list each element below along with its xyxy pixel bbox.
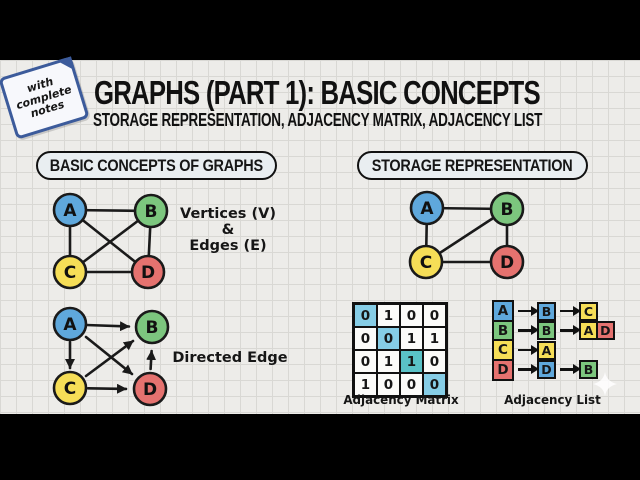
storage-example-graph: A B C D: [408, 190, 525, 280]
arrow-icon: [518, 364, 539, 374]
edge-A-to-B: [84, 321, 131, 332]
adjacency-list-head-column: A B C D: [492, 300, 514, 381]
arrow-icon: [518, 325, 539, 335]
list-row-A: B C: [514, 300, 598, 322]
matrix-cell: 1: [423, 327, 446, 350]
matrix-cell: 0: [423, 350, 446, 373]
matrix-cell: 0: [423, 304, 446, 327]
sparkle-icon: [593, 372, 617, 396]
slide-background: with complete notes GRAPHS (PART 1): BAS…: [0, 56, 640, 414]
matrix-cell: 1: [377, 304, 400, 327]
arrow-icon: [518, 345, 539, 355]
matrix-cell: 1: [354, 373, 377, 396]
directed-graph: A B C D: [52, 306, 170, 407]
edge-A-to-D: [84, 335, 134, 376]
list-item: D: [537, 360, 556, 379]
svg-text:C: C: [420, 253, 432, 273]
node-D: D: [132, 371, 168, 407]
node-B: B: [134, 309, 170, 345]
list-item: B: [537, 301, 556, 321]
vertices-edges-caption: Vertices (V) & Edges (E): [168, 206, 288, 254]
node-D: D: [489, 244, 525, 280]
section-heading-storage: STORAGE REPRESENTATION: [357, 151, 588, 180]
adjacency-matrix: 0 1 0 0 0 0 1 1 0 1 1 0 1 0 0 0: [352, 302, 448, 398]
node-C: C: [52, 254, 88, 290]
node-B: B: [133, 193, 169, 229]
list-row-B: B A D: [514, 320, 615, 342]
arrow-icon: [560, 325, 581, 335]
list-row-C: A: [514, 339, 556, 361]
svg-text:D: D: [143, 380, 157, 400]
node-D: D: [130, 254, 166, 290]
matrix-cell: 0: [354, 304, 377, 327]
adjacency-list-label: Adjacency List: [504, 392, 601, 407]
list-item-pair: A D: [579, 321, 615, 340]
list-item: D: [595, 321, 615, 340]
caption-line: Directed Edge: [172, 350, 288, 366]
section-heading-label: BASIC CONCEPTS OF GRAPHS: [49, 155, 264, 175]
section-heading-label: STORAGE REPRESENTATION: [372, 155, 573, 175]
svg-text:B: B: [501, 200, 514, 220]
arrow-icon: [518, 306, 539, 316]
edge-C-to-B: [84, 339, 135, 378]
matrix-cell: 1: [400, 350, 423, 373]
adjacency-matrix-label: Adjacency Matrix: [343, 392, 459, 407]
undirected-graph: A B C D: [52, 192, 169, 290]
matrix-cell: 1: [400, 327, 423, 350]
node-B: B: [489, 191, 525, 227]
edge-D-to-B: [146, 349, 157, 371]
list-item: C: [579, 301, 598, 321]
edge-C-to-D: [86, 383, 128, 394]
arrow-icon: [560, 306, 581, 316]
matrix-cell: 0: [354, 350, 377, 373]
page-title: GRAPHS (PART 1): BASIC CONCEPTS: [94, 74, 541, 111]
page-subtitle: STORAGE REPRESENTATION, ADJACENCY MATRIX…: [93, 110, 543, 130]
matrix-cell: 0: [377, 327, 400, 350]
svg-text:D: D: [500, 253, 514, 273]
node-A: A: [409, 190, 445, 226]
complete-notes-badge: with complete notes: [0, 56, 90, 140]
svg-text:A: A: [420, 199, 434, 219]
list-head-D: D: [492, 358, 514, 381]
matrix-cell: 0: [354, 327, 377, 350]
svg-text:B: B: [146, 318, 159, 338]
section-heading-basic-concepts: BASIC CONCEPTS OF GRAPHS: [36, 151, 277, 180]
svg-text:C: C: [64, 263, 76, 283]
list-item: B: [537, 321, 556, 340]
matrix-cell: 0: [377, 373, 400, 396]
node-A: A: [52, 306, 88, 342]
directed-edge-caption: Directed Edge: [168, 350, 292, 366]
svg-text:B: B: [145, 202, 158, 222]
svg-text:C: C: [64, 379, 76, 399]
node-C: C: [408, 244, 444, 280]
matrix-cell: 1: [377, 350, 400, 373]
svg-text:A: A: [63, 315, 77, 335]
caption-line: &: [221, 222, 235, 238]
node-C: C: [52, 370, 88, 406]
list-item: A: [537, 340, 556, 360]
node-A: A: [52, 192, 88, 228]
list-row-D: D B: [514, 359, 598, 381]
matrix-cell: 0: [400, 304, 423, 327]
svg-text:A: A: [63, 201, 77, 221]
caption-line: Edges (E): [189, 238, 267, 254]
matrix-cell: 0: [423, 373, 446, 396]
matrix-cell: 0: [400, 373, 423, 396]
caption-line: Vertices (V): [180, 206, 276, 222]
svg-text:D: D: [141, 263, 155, 283]
arrow-icon: [560, 364, 581, 374]
